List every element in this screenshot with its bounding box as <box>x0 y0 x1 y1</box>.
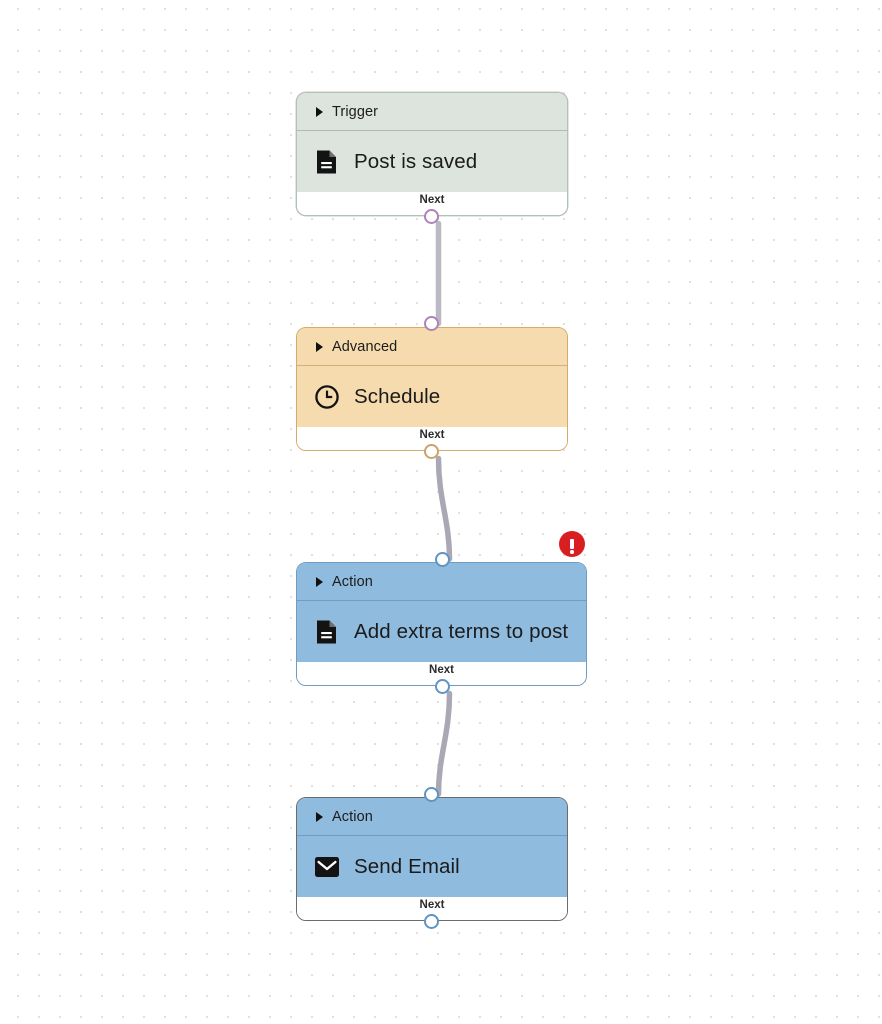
port-action-email-input[interactable] <box>424 787 439 802</box>
node-header-divider <box>297 365 567 366</box>
node-header-advanced[interactable]: Advanced <box>297 328 567 365</box>
node-title-label: Add extra terms to post <box>354 619 569 643</box>
port-action-email-output[interactable] <box>424 914 439 929</box>
node-header-action-terms[interactable]: Action <box>297 563 586 600</box>
node-footer-next[interactable]: Next <box>297 427 567 450</box>
disclosure-triangle-icon[interactable] <box>316 341 323 352</box>
node-header-divider <box>297 835 567 836</box>
document-icon <box>314 149 340 175</box>
node-category-label: Advanced <box>332 338 398 355</box>
node-footer-next[interactable]: Next <box>297 897 567 920</box>
node-header-trigger[interactable]: Trigger <box>297 93 567 130</box>
node-body-advanced[interactable]: Schedule <box>297 366 567 427</box>
workflow-node-action-terms[interactable]: Action Add extra terms to post Next <box>296 562 587 686</box>
disclosure-triangle-icon[interactable] <box>316 811 323 822</box>
node-header-action-email[interactable]: Action <box>297 798 567 835</box>
document-icon <box>314 619 340 645</box>
envelope-icon <box>314 854 340 880</box>
node-header-divider <box>297 600 586 601</box>
node-body-trigger[interactable]: Post is saved <box>297 131 567 192</box>
workflow-node-trigger[interactable]: Trigger Post is saved Next <box>296 92 568 216</box>
error-badge-icon[interactable] <box>559 531 585 557</box>
node-category-label: Action <box>332 808 373 825</box>
node-footer-next[interactable]: Next <box>297 192 567 215</box>
node-title-label: Post is saved <box>354 149 478 173</box>
edge-action-terms-to-action-email <box>435 690 453 797</box>
disclosure-triangle-icon[interactable] <box>316 576 323 587</box>
port-trigger-output[interactable] <box>424 209 439 224</box>
node-category-label: Trigger <box>332 103 379 120</box>
port-advanced-output[interactable] <box>424 444 439 459</box>
workflow-node-action-email[interactable]: Action Send Email Next <box>296 797 568 921</box>
node-title-label: Send Email <box>354 854 460 878</box>
node-body-action-email[interactable]: Send Email <box>297 836 567 897</box>
node-body-action-terms[interactable]: Add extra terms to post <box>297 601 586 662</box>
exclamation-glyph <box>570 538 574 554</box>
workflow-node-advanced[interactable]: Advanced Schedule Next <box>296 327 568 451</box>
disclosure-triangle-icon[interactable] <box>316 106 323 117</box>
port-action-terms-output[interactable] <box>435 679 450 694</box>
clock-icon <box>314 384 340 410</box>
port-advanced-input[interactable] <box>424 316 439 331</box>
port-action-terms-input[interactable] <box>435 552 450 567</box>
edge-advanced-to-action-terms <box>435 455 453 562</box>
node-header-divider <box>297 130 567 131</box>
node-title-label: Schedule <box>354 384 441 408</box>
node-footer-next[interactable]: Next <box>297 662 586 685</box>
node-category-label: Action <box>332 573 373 590</box>
